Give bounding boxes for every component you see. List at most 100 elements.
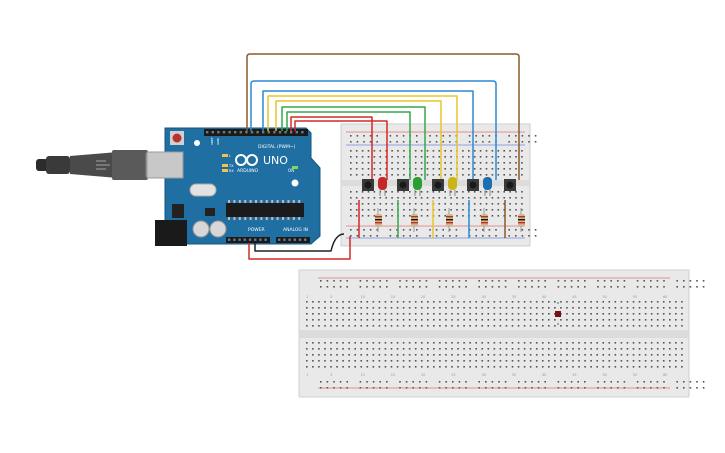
breadboard-hole[interactable] bbox=[487, 366, 490, 368]
breadboard-hole[interactable] bbox=[402, 325, 405, 327]
breadboard-hole[interactable] bbox=[493, 307, 496, 309]
breadboard-hole[interactable] bbox=[669, 319, 671, 321]
breadboard-hole[interactable] bbox=[402, 313, 405, 315]
breadboard-hole[interactable] bbox=[503, 174, 505, 176]
breadboard-hole[interactable] bbox=[491, 280, 494, 282]
breadboard-hole[interactable] bbox=[376, 141, 378, 143]
breadboard-hole[interactable] bbox=[420, 325, 423, 327]
breadboard-hole[interactable] bbox=[509, 191, 511, 193]
breadboard-hole[interactable] bbox=[350, 141, 352, 143]
breadboard-hole[interactable] bbox=[557, 286, 560, 288]
breadboard-hole[interactable] bbox=[312, 301, 314, 303]
breadboard-hole[interactable] bbox=[354, 342, 356, 344]
breadboard-hole[interactable] bbox=[306, 301, 308, 303]
breadboard-hole[interactable] bbox=[399, 381, 401, 383]
breadboard-hole[interactable] bbox=[497, 209, 500, 211]
breadboard-hole[interactable] bbox=[636, 381, 639, 383]
breadboard-hole[interactable] bbox=[355, 162, 358, 164]
breadboard-hole[interactable] bbox=[425, 280, 428, 282]
breadboard-hole[interactable] bbox=[632, 342, 635, 344]
breadboard-hole[interactable] bbox=[463, 366, 465, 368]
breadboard-hole[interactable] bbox=[675, 301, 677, 303]
breadboard-hole[interactable] bbox=[355, 174, 358, 176]
breadboard-hole[interactable] bbox=[306, 354, 308, 356]
breadboard-hole[interactable] bbox=[491, 286, 494, 288]
breadboard-hole[interactable] bbox=[554, 342, 556, 344]
breadboard-hole[interactable] bbox=[509, 156, 511, 158]
breadboard-hole[interactable] bbox=[656, 301, 659, 303]
breadboard-hole[interactable] bbox=[420, 301, 423, 303]
breadboard-hole[interactable] bbox=[614, 360, 617, 362]
breadboard-hole[interactable] bbox=[360, 319, 363, 321]
breadboard-hole[interactable] bbox=[602, 307, 605, 309]
breadboard-hole[interactable] bbox=[372, 307, 375, 309]
breadboard-hole[interactable] bbox=[429, 135, 431, 137]
breadboard-hole[interactable] bbox=[511, 313, 514, 315]
header-pin[interactable] bbox=[273, 131, 276, 134]
breadboard-hole[interactable] bbox=[369, 135, 372, 137]
breadboard-hole[interactable] bbox=[529, 301, 532, 303]
breadboard-hole[interactable] bbox=[608, 360, 611, 362]
breadboard-hole[interactable] bbox=[509, 203, 511, 205]
breadboard-hole[interactable] bbox=[531, 381, 533, 383]
breadboard-hole[interactable] bbox=[481, 360, 484, 362]
breadboard-hole[interactable] bbox=[396, 348, 399, 350]
breadboard-hole[interactable] bbox=[650, 286, 652, 288]
breadboard-hole[interactable] bbox=[408, 301, 411, 303]
breadboard-hole[interactable] bbox=[414, 325, 417, 327]
breadboard-hole[interactable] bbox=[457, 348, 459, 350]
breadboard-hole[interactable] bbox=[457, 301, 459, 303]
breadboard-hole[interactable] bbox=[403, 150, 405, 152]
breadboard-hole[interactable] bbox=[541, 354, 544, 356]
breadboard-hole[interactable] bbox=[473, 215, 476, 217]
breadboard-hole[interactable] bbox=[535, 366, 538, 368]
breadboard-hole[interactable] bbox=[420, 319, 423, 321]
breadboard-hole[interactable] bbox=[482, 135, 484, 137]
breadboard-hole[interactable] bbox=[566, 325, 568, 327]
breadboard-hole[interactable] bbox=[523, 342, 526, 344]
breadboard-hole[interactable] bbox=[676, 286, 678, 288]
breadboard-hole[interactable] bbox=[389, 135, 392, 137]
breadboard-hole[interactable] bbox=[435, 135, 438, 137]
breadboard-hole[interactable] bbox=[433, 319, 435, 321]
breadboard-hole[interactable] bbox=[402, 141, 405, 143]
breadboard-hole[interactable] bbox=[702, 286, 705, 288]
breadboard-hole[interactable] bbox=[372, 360, 375, 362]
breadboard-hole[interactable] bbox=[578, 354, 580, 356]
breadboard-hole[interactable] bbox=[438, 174, 441, 176]
breadboard-hole[interactable] bbox=[566, 319, 568, 321]
breadboard-hole[interactable] bbox=[455, 235, 458, 237]
breadboard-hole[interactable] bbox=[378, 342, 381, 344]
breadboard-hole[interactable] bbox=[475, 360, 477, 362]
breadboard-hole[interactable] bbox=[626, 348, 629, 350]
breadboard-hole[interactable] bbox=[469, 301, 471, 303]
breadboard-hole[interactable] bbox=[602, 348, 605, 350]
breadboard-hole[interactable] bbox=[566, 307, 568, 309]
breadboard-hole[interactable] bbox=[438, 168, 441, 170]
digital-header[interactable] bbox=[204, 129, 308, 136]
breadboard-hole[interactable] bbox=[644, 319, 647, 321]
breadboard-hole[interactable] bbox=[433, 348, 435, 350]
breadboard-hole[interactable] bbox=[405, 280, 408, 282]
breadboard-hole[interactable] bbox=[541, 348, 544, 350]
breadboard-hole[interactable] bbox=[462, 150, 464, 152]
breadboard-hole[interactable] bbox=[366, 325, 369, 327]
breadboard-hole[interactable] bbox=[324, 360, 326, 362]
breadboard-hole[interactable] bbox=[662, 360, 665, 362]
breadboard-hole[interactable] bbox=[312, 319, 314, 321]
breadboard-hole[interactable] bbox=[656, 307, 659, 309]
breadboard-hole[interactable] bbox=[379, 209, 382, 211]
breadboard-hole[interactable] bbox=[617, 286, 619, 288]
breadboard-hole[interactable] bbox=[373, 156, 376, 158]
breadboard-hole[interactable] bbox=[644, 342, 647, 344]
breadboard-hole[interactable] bbox=[330, 366, 332, 368]
breadboard-hole[interactable] bbox=[425, 381, 428, 383]
breadboard-hole[interactable] bbox=[481, 313, 484, 315]
breadboard-hole[interactable] bbox=[499, 319, 502, 321]
breadboard-hole[interactable] bbox=[385, 162, 387, 164]
breadboard-hole[interactable] bbox=[517, 301, 520, 303]
breadboard-hole[interactable] bbox=[402, 307, 405, 309]
breadboard-hole[interactable] bbox=[469, 348, 471, 350]
breadboard-hole[interactable] bbox=[620, 360, 623, 362]
breadboard-hole[interactable] bbox=[499, 325, 502, 327]
